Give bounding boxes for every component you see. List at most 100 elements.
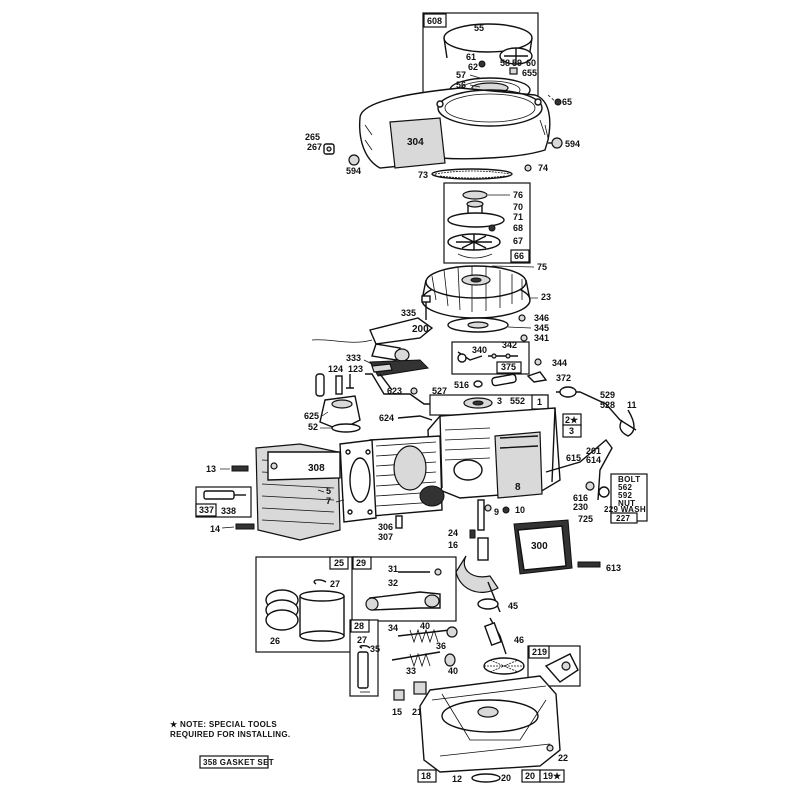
callout-60: 60 — [526, 58, 536, 68]
screw-594-left — [348, 154, 360, 166]
gasket-52 — [331, 423, 361, 433]
rewind-starter-assembly: 608 55 61 62 58 59 60 655 57 56 — [422, 12, 539, 104]
callout-8: 8 — [515, 482, 521, 493]
callout-230: 230 — [573, 502, 588, 512]
carburetor-intake: 124 123 625 52 — [304, 364, 440, 433]
camshaft: 45 46 — [483, 601, 525, 675]
flywheel-hardware: 335 346 345 341 — [401, 295, 549, 343]
callout-52: 52 — [308, 422, 318, 432]
callout-11: 11 — [627, 400, 637, 410]
callout-31: 31 — [388, 564, 398, 574]
callout-20a: 20 — [501, 773, 511, 783]
callout-57: 57 — [456, 70, 466, 80]
cylinder-bore — [393, 445, 427, 491]
valves-springs: 34 40 35 36 33 40 — [370, 621, 458, 676]
clutch-plate — [447, 212, 505, 228]
muffler: 300 725 613 — [513, 514, 621, 575]
callout-265: 265 — [305, 132, 320, 142]
crank-gear — [477, 598, 499, 610]
callout-32: 32 — [388, 578, 398, 588]
callout-1: 1 — [537, 397, 542, 407]
callout-375: 375 — [501, 362, 516, 372]
valve-spring-upper — [409, 628, 439, 644]
cylinder-head: 308 13 5 7 14 — [206, 443, 345, 541]
callout-344: 344 — [552, 358, 567, 368]
callout-25: 25 — [334, 558, 344, 568]
callout-341: 341 — [534, 333, 549, 343]
bolt-13 — [231, 465, 249, 472]
callout-65: 65 — [562, 97, 572, 107]
callout-21: 21 — [412, 707, 422, 717]
callout-62: 62 — [468, 62, 478, 72]
callout-33: 33 — [406, 666, 416, 676]
callout-304: 304 — [407, 137, 424, 148]
special-tools-note-line1: ★ NOTE: SPECIAL TOOLS — [170, 720, 277, 729]
blower-housing: 304 65 265 267 594 594 73 74 — [305, 87, 580, 180]
callout-3: 3 — [497, 396, 502, 406]
screw-594-right — [551, 137, 563, 149]
crankshaft-pto — [477, 499, 485, 531]
ignition-armature — [369, 317, 434, 345]
callout-40a: 40 — [420, 621, 430, 631]
callout-227: 227 — [616, 514, 630, 523]
callout-528: 528 — [600, 400, 615, 410]
callout-338: 338 — [221, 506, 236, 516]
crankshaft: 24 16 — [448, 499, 501, 613]
callout-28: 28 — [354, 621, 364, 631]
callout-13: 13 — [206, 464, 216, 474]
bolt-613 — [577, 561, 601, 568]
gasket-set-label: 358 GASKET SET — [203, 758, 274, 767]
blower-housing-shell — [358, 87, 551, 169]
callout-19: 19★ — [543, 771, 562, 781]
spark-plug — [203, 490, 235, 500]
callout-333: 333 — [346, 353, 361, 363]
ignition-coil: 200 — [311, 317, 434, 362]
callout-35: 35 — [370, 644, 380, 654]
piston-group: 25 27 26 — [255, 556, 357, 653]
callout-22: 22 — [558, 753, 568, 763]
air-baffle-308 — [267, 451, 341, 481]
callout-201: 201 — [586, 446, 601, 456]
callout-36: 36 — [436, 641, 446, 651]
callout-616: 616 — [573, 493, 588, 503]
callout-24: 24 — [448, 528, 458, 538]
callout-655: 655 — [522, 68, 537, 78]
callout-12: 12 — [452, 774, 462, 784]
callout-20b: 20 — [525, 771, 535, 781]
head-gasket-7 — [339, 439, 377, 523]
callout-372: 372 — [556, 373, 571, 383]
callout-67: 67 — [513, 236, 523, 246]
callout-70: 70 — [513, 202, 523, 212]
valve-group: 28 27 — [349, 619, 379, 697]
callout-74: 74 — [538, 163, 548, 173]
bolt-592-label: 592 — [618, 491, 632, 500]
callout-66: 66 — [514, 251, 524, 261]
callout-10: 10 — [515, 505, 525, 515]
callout-58: 58 — [500, 58, 510, 68]
callout-2: 2★ — [565, 415, 579, 425]
callout-76: 76 — [513, 190, 523, 200]
callout-14: 14 — [210, 524, 220, 534]
cylinder-block: 1 3 552 8 — [339, 394, 561, 523]
callout-59: 59 — [512, 58, 522, 68]
callout-61: 61 — [466, 52, 476, 62]
callout-200: 200 — [412, 324, 429, 335]
primer-tube — [315, 373, 325, 397]
callout-46: 46 — [514, 635, 524, 645]
bolt-562-label: 562 — [618, 483, 632, 492]
callout-9: 9 — [494, 507, 499, 517]
control-bracket: 201 615 614 616 230 BOLT 562 592 NUT 229… — [545, 438, 648, 524]
block-side-plate — [494, 431, 543, 499]
callout-27a: 27 — [330, 579, 340, 589]
callout-16: 16 — [448, 540, 458, 550]
callout-335: 335 — [401, 308, 416, 318]
callout-346: 346 — [534, 313, 549, 323]
valve-guide — [357, 651, 369, 689]
clutch-assembly: 76 70 71 68 67 66 — [443, 182, 531, 264]
callout-71: 71 — [513, 212, 523, 222]
callout-23: 23 — [541, 292, 551, 302]
callout-7: 7 — [326, 496, 331, 506]
notes: ★ NOTE: SPECIAL TOOLS REQUIRED FOR INSTA… — [170, 720, 290, 769]
callout-box-608 — [423, 13, 447, 28]
